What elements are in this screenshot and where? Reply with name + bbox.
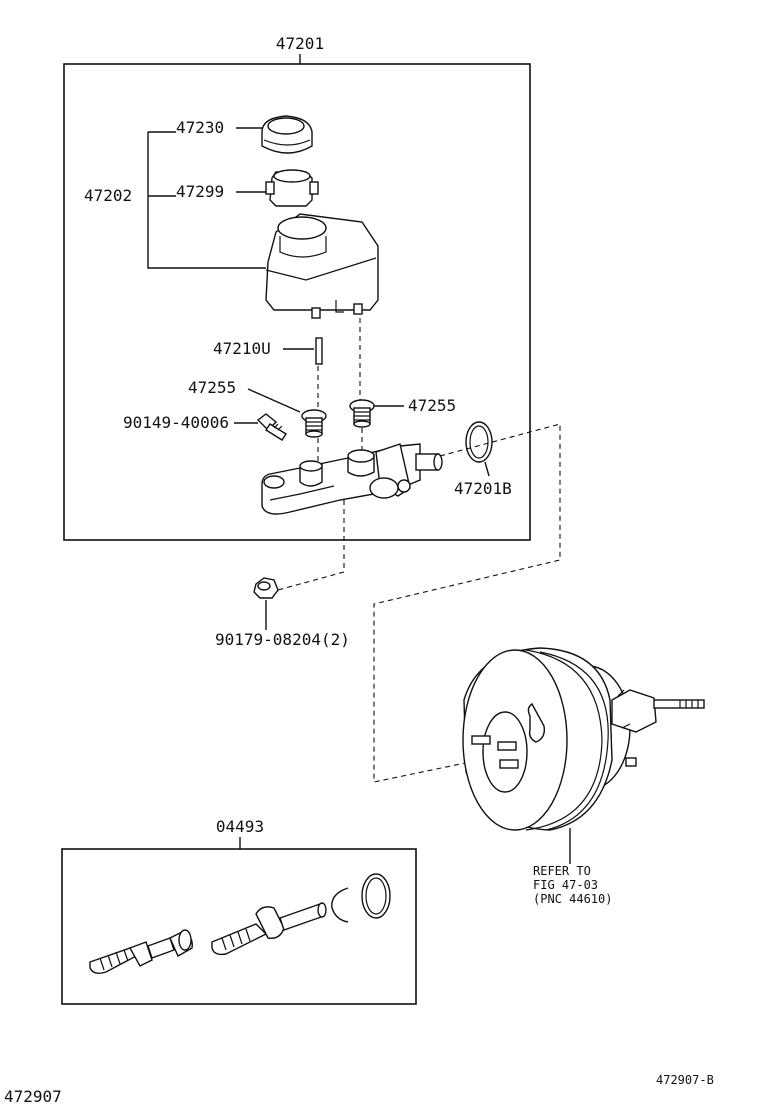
plug (256, 413, 287, 441)
reservoir-tank (265, 213, 379, 319)
secondary-piston (89, 929, 193, 975)
figure-code: 472907-B (656, 1073, 714, 1087)
guide-cylinder-booster (373, 423, 561, 783)
master-cylinder (261, 443, 443, 515)
label-oring: 47201B (454, 479, 512, 498)
guide-cylinder-nut (277, 500, 345, 591)
kit-oring (361, 873, 391, 919)
label-strainer: 47299 (176, 182, 224, 201)
oring-inner (469, 425, 489, 459)
brake-booster (462, 647, 705, 831)
page-code: 472907 (4, 1087, 62, 1106)
grommet-left (301, 409, 327, 438)
label-kit: 04493 (216, 817, 264, 836)
label-reservoir-set: 47202 (84, 186, 132, 205)
leader-oring (484, 461, 490, 477)
primary-piston (211, 902, 327, 956)
label-grommet-right: 47255 (408, 396, 456, 415)
kit-box (61, 848, 417, 1005)
label-grommet-left: 47255 (188, 378, 236, 397)
refer-line-3: (PNC 44610) (533, 892, 612, 906)
label-pin: 47210U (213, 339, 271, 358)
bracket-reservoir-set (147, 132, 266, 269)
label-plug: 90149-40006 (123, 413, 229, 432)
leader-grommet-left (247, 388, 301, 413)
label-reservoir-cap: 47230 (176, 118, 224, 137)
kit-oring-inner (365, 877, 387, 915)
assembly-box (63, 63, 531, 541)
nut (253, 577, 279, 599)
pin (315, 337, 323, 365)
refer-line-1: REFER TO (533, 864, 591, 878)
snap-ring (331, 887, 349, 923)
label-assembly: 47201 (276, 34, 324, 53)
grommet-right (349, 399, 375, 428)
reservoir-cap (261, 115, 313, 154)
refer-line-2: FIG 47-03 (533, 878, 598, 892)
label-nut: 90179-08204(2) (215, 630, 350, 649)
strainer (265, 169, 319, 207)
